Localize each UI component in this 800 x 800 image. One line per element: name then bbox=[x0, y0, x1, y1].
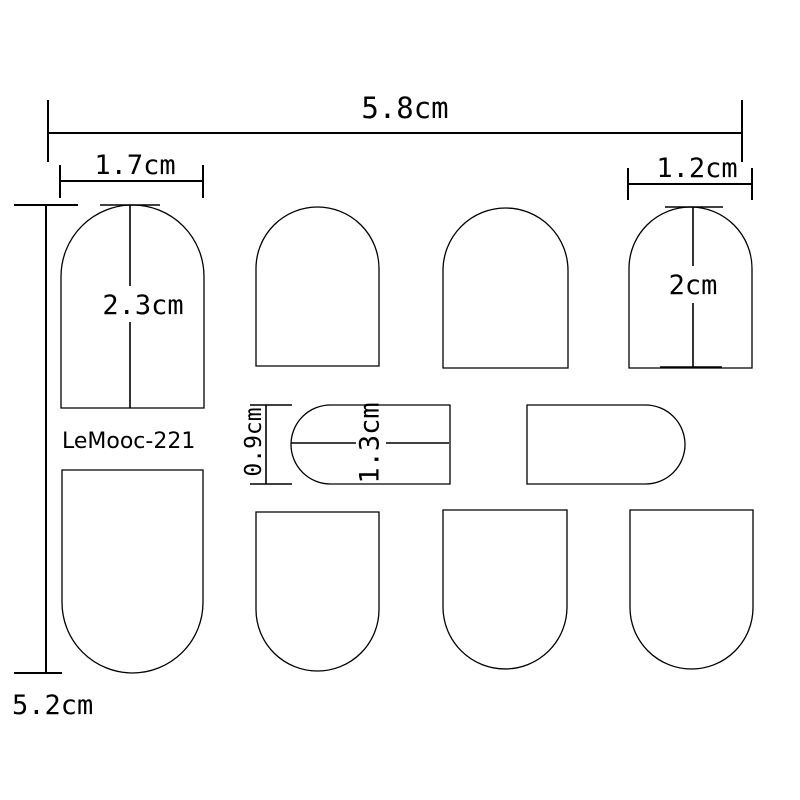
large-width-dimension: 1.7cm bbox=[59, 150, 204, 198]
round-bottom-shape-4 bbox=[629, 509, 754, 670]
brand-label: LeMooc-221 bbox=[62, 429, 195, 454]
arch-top-shape-2 bbox=[255, 206, 380, 367]
round-bottom-shape-3 bbox=[442, 509, 568, 670]
total-width-dimension: 5.8cm bbox=[47, 91, 743, 162]
small-width-label: 1.2cm bbox=[656, 153, 737, 184]
total-height-dimension: 5.2cm bbox=[12, 204, 93, 721]
large-height-label: 2.3cm bbox=[102, 290, 183, 321]
large-width-label: 1.7cm bbox=[94, 150, 175, 181]
arch-top-shape-3 bbox=[442, 207, 569, 369]
large-round-bottom-shape bbox=[61, 469, 204, 674]
small-width-dimension: 1.2cm bbox=[627, 153, 753, 200]
pill-left-round-shape bbox=[290, 404, 451, 485]
pill-length-label: 1.3cm bbox=[355, 402, 386, 483]
middle-row: LeMooc-221 1.3cm 0.9cm bbox=[62, 402, 686, 485]
bottom-row bbox=[61, 469, 754, 674]
top-row: 2.3cm 2cm bbox=[60, 204, 753, 409]
pill-height-label: 0.9cm bbox=[241, 407, 267, 476]
small-height-label: 2cm bbox=[669, 270, 718, 301]
pill-right-round-shape bbox=[526, 404, 686, 485]
total-width-label: 5.8cm bbox=[361, 91, 448, 125]
round-bottom-shape-2 bbox=[255, 511, 380, 672]
total-height-label: 5.2cm bbox=[12, 690, 93, 721]
